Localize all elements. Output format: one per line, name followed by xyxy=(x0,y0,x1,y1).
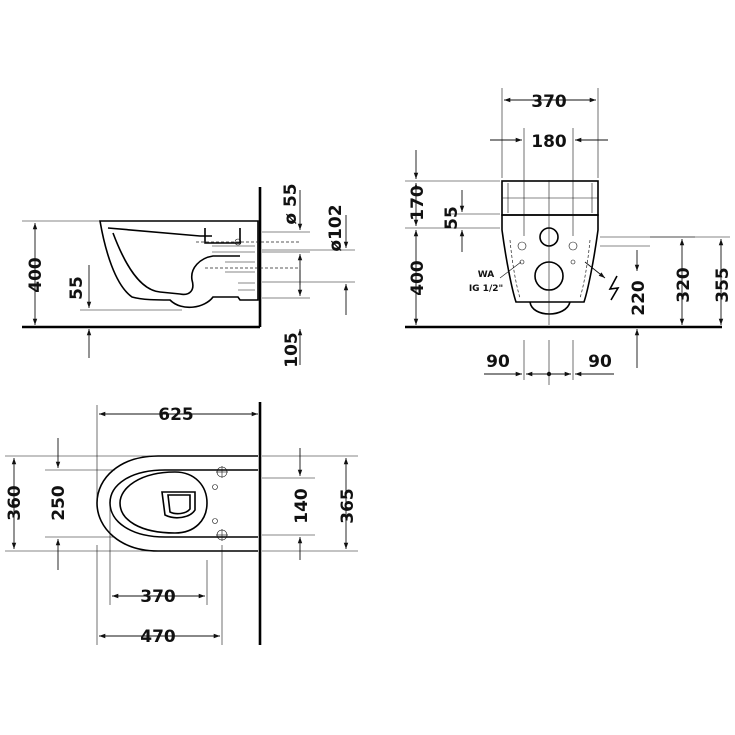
front-dim-90-left: 90 xyxy=(486,352,510,372)
front-dim-355: 355 xyxy=(713,267,733,303)
side-tank-block xyxy=(204,228,241,244)
front-dim-90-right: 90 xyxy=(588,352,612,372)
top-dim-470: 470 xyxy=(140,627,176,647)
side-dim-105: 105 xyxy=(282,332,302,368)
top-view: 625 360 250 140 365 370 470 xyxy=(5,402,358,647)
front-view: 370 180 170 400 55 WA IG 1/2" 220 32 xyxy=(405,88,733,385)
front-dim-170: 170 xyxy=(408,185,428,221)
top-dim-360: 360 xyxy=(5,485,25,521)
front-fixing-right xyxy=(568,241,578,251)
side-seat-line xyxy=(107,227,212,237)
side-bowl-inner xyxy=(112,232,240,296)
side-dim-dia-55: ø 55 xyxy=(281,183,301,224)
front-dim-320: 320 xyxy=(674,267,694,303)
front-dim-400: 400 xyxy=(408,260,428,296)
top-dim-250: 250 xyxy=(49,485,69,521)
side-dim-dia-102: ø102 xyxy=(326,204,346,251)
front-dim-370: 370 xyxy=(531,92,567,112)
side-dim-400: 400 xyxy=(26,257,46,293)
front-dim-55: 55 xyxy=(442,206,462,230)
electrical-connection-icon xyxy=(608,275,620,301)
side-view: 400 55 ø 55 ø102 105 xyxy=(22,183,355,368)
front-label-wa: WA xyxy=(478,270,495,280)
side-dim-55-seat: 55 xyxy=(67,276,87,300)
front-label-thread: IG 1/2" xyxy=(469,284,503,294)
top-dim-625: 625 xyxy=(158,405,194,425)
side-toilet-profile xyxy=(99,220,259,309)
front-dim-180: 180 xyxy=(531,132,567,152)
top-bowl-outline xyxy=(96,455,258,552)
side-pipes xyxy=(212,245,255,291)
front-bowl-base xyxy=(529,301,571,315)
front-dim-220: 220 xyxy=(629,280,649,316)
front-bowl-body xyxy=(501,214,599,303)
top-dim-365: 365 xyxy=(338,488,358,524)
top-bowl-opening xyxy=(119,471,208,534)
top-dim-370: 370 xyxy=(140,587,176,607)
front-fixing-left xyxy=(517,241,527,251)
top-dim-140: 140 xyxy=(292,488,312,524)
